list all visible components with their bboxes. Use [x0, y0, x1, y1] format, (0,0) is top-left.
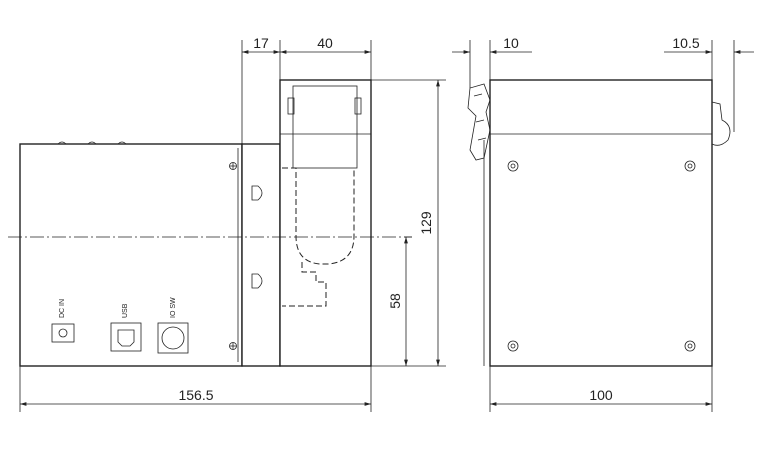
d-feature-top	[251, 185, 263, 201]
side-screw-br	[684, 340, 696, 352]
main-body	[19, 143, 243, 367]
dc-in-jack	[51, 323, 75, 343]
usb-socket	[117, 329, 135, 347]
usb-label: USB	[122, 303, 129, 318]
dim-100: 100	[589, 387, 613, 403]
usb-port	[110, 322, 142, 352]
side-screw-bl	[507, 340, 519, 352]
roller-knob-left	[287, 97, 295, 115]
io-switch-frame	[157, 322, 189, 354]
side-screw-tl	[507, 160, 519, 172]
screw-bottom	[229, 342, 237, 350]
dim-156-5: 156.5	[178, 387, 213, 403]
dim-17: 17	[253, 35, 269, 51]
roller-knob-right	[354, 97, 362, 115]
roller-box	[292, 85, 358, 169]
latch	[467, 83, 491, 161]
screw-top	[229, 162, 237, 170]
top-unit	[279, 79, 372, 367]
side-plate	[241, 143, 281, 367]
side-view	[467, 79, 731, 367]
dim-58: 58	[387, 293, 403, 309]
dim-10-5: 10.5	[672, 35, 699, 51]
dim-40: 40	[317, 35, 333, 51]
side-screw-tr	[684, 160, 696, 172]
dc-in-label: DC IN	[59, 299, 66, 318]
side-dimensions: 10 10.5 100	[452, 35, 754, 412]
side-body	[489, 79, 713, 367]
dim-129: 129	[418, 211, 434, 235]
front-view: DC IN USB IO SW	[8, 79, 412, 367]
dc-in-hole	[58, 328, 68, 338]
front-dimensions: 17 40 156.5 129 58	[19, 35, 446, 412]
d-feature-bottom	[251, 273, 263, 289]
hidden-channel	[282, 262, 327, 307]
io-sw-label: IO SW	[170, 297, 177, 318]
hidden-outline	[282, 167, 355, 265]
latch-detail	[473, 93, 487, 141]
dim-10: 10	[503, 35, 519, 51]
io-switch-button	[161, 326, 185, 350]
side-knob	[711, 101, 731, 146]
